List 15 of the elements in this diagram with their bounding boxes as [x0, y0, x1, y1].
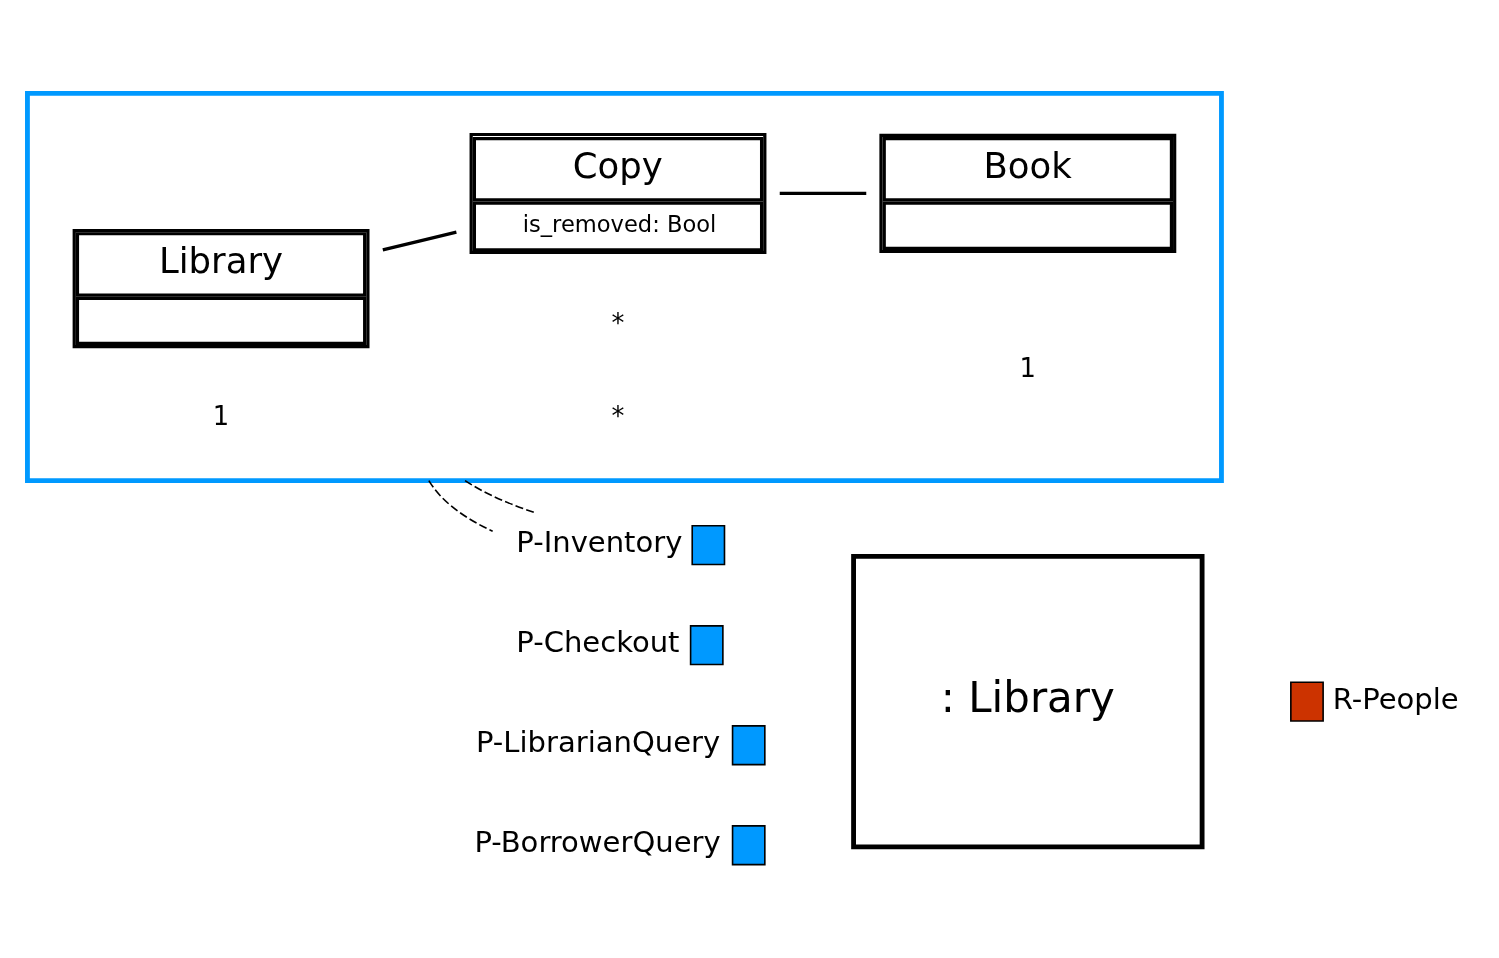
node-label: P-Checkout [516, 625, 680, 660]
node-label: P-LibrarianQuery [476, 725, 721, 760]
node-label: P-Inventory [516, 525, 683, 560]
label: 1 [212, 401, 230, 432]
label: * [611, 401, 625, 432]
node-box: : Library [851, 554, 1205, 850]
connector [382, 230, 457, 252]
label: * [611, 307, 625, 338]
node-label: R-People [1332, 681, 1459, 716]
node-label: P-BorrowerQuery [474, 825, 721, 860]
cluster [25, 90, 1224, 484]
connector [428, 479, 494, 532]
label: 1 [1019, 353, 1037, 384]
connector [779, 191, 867, 195]
connector [464, 479, 537, 514]
